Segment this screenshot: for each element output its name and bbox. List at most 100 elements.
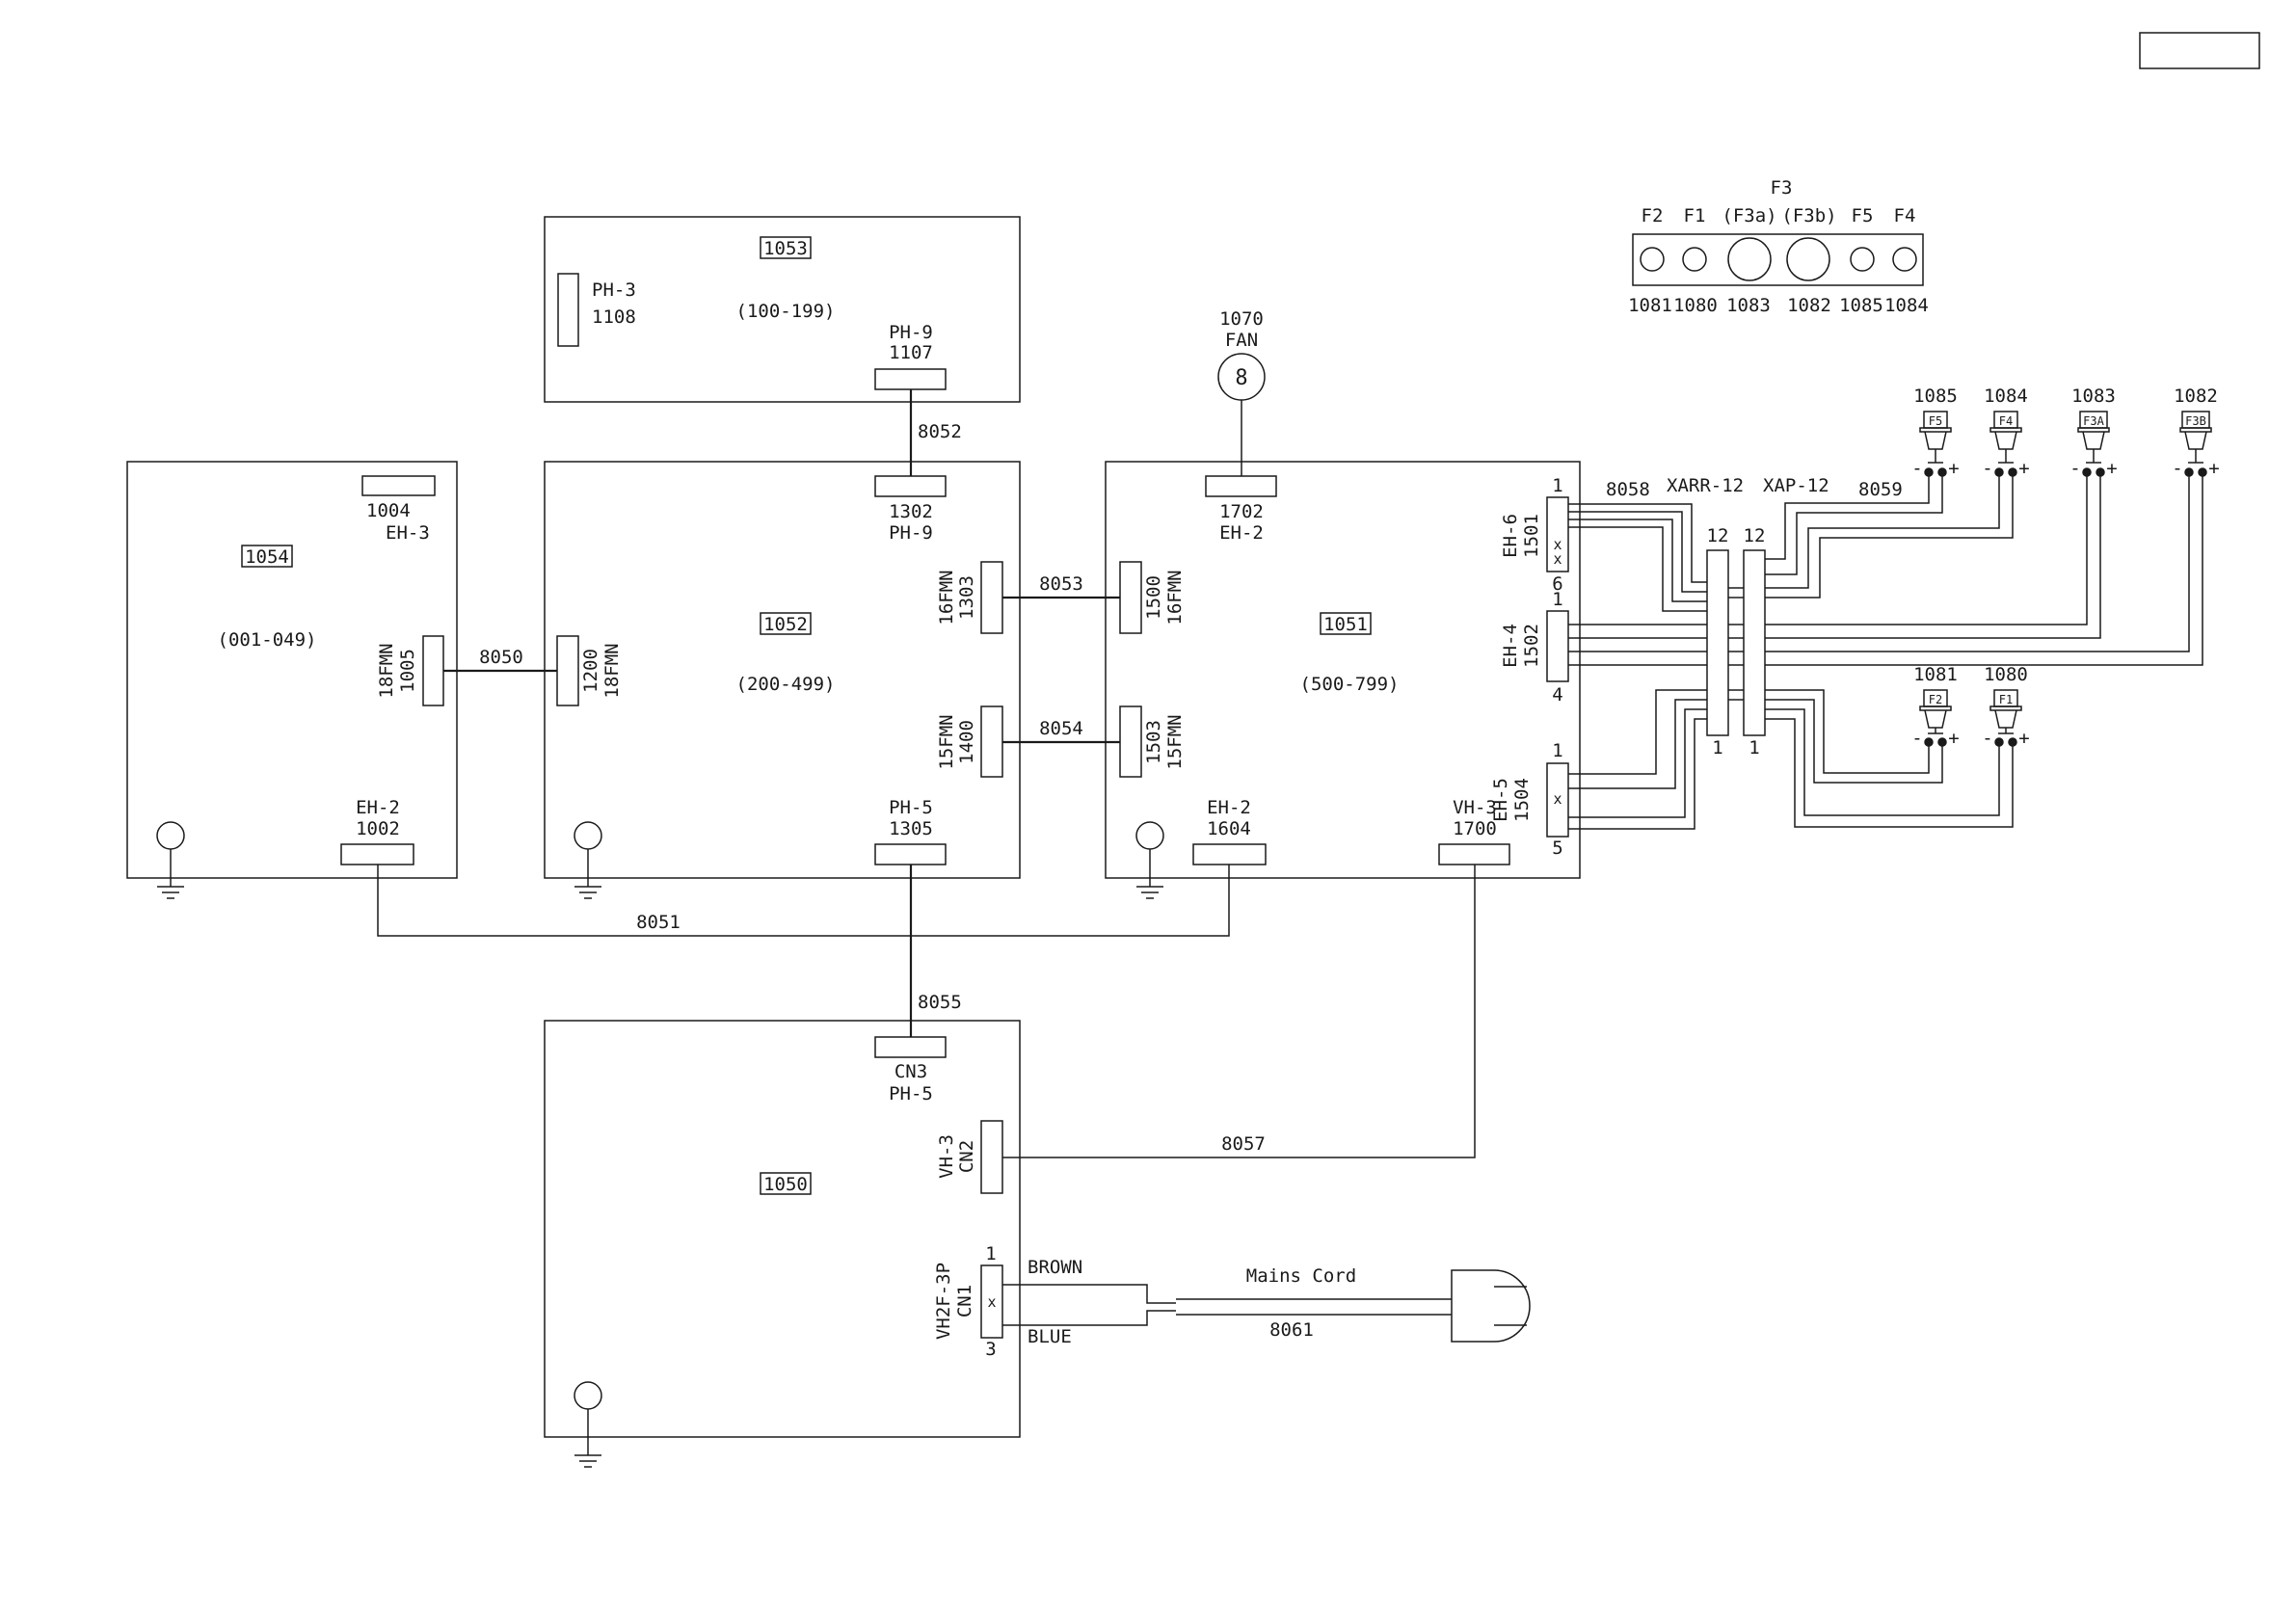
board-id-box <box>1320 612 1372 635</box>
relay-label: XAP-12 <box>1763 475 1829 496</box>
pin-x-mark: x <box>987 1293 996 1311</box>
relay-connectors: XARR-12 XAP-12 12 12 1 1 <box>1667 475 1829 758</box>
speakers: 1085 F5 - + 1084 F4 - + 1083 <box>1911 386 2219 749</box>
connector-1004 <box>361 475 436 496</box>
board-id: 1051 <box>1323 614 1368 635</box>
fuse-hole-icon <box>1682 247 1707 272</box>
fan-1070: 1070 FAN 8 <box>1217 308 1266 476</box>
connector-type: VH-3 <box>936 1134 957 1179</box>
connector-type: PH-9 <box>889 522 933 544</box>
harness-label: 8050 <box>479 647 523 668</box>
connector-1700 <box>1438 843 1510 865</box>
pin-label: 1 <box>1552 475 1562 496</box>
wire-color-brown: BROWN <box>1028 1257 1082 1278</box>
connector-type: PH-5 <box>889 1083 933 1104</box>
speaker-number: 1080 <box>1984 664 2028 685</box>
board-1052: 1302 PH-9 1052 (200-499) 16FMN 1303 1200… <box>544 461 1021 899</box>
connector-type: EH-5 <box>1490 778 1511 822</box>
pin-label: 12 <box>1744 525 1766 546</box>
terminal-plus: + <box>2208 458 2219 479</box>
mains-cord-label: Mains Cord <box>1246 1265 1356 1287</box>
speaker-number: 1082 <box>2174 386 2218 407</box>
fuse-panel: F3 F2 F1 (F3a) (F3b) F5 F4 1081 1080 108… <box>1628 177 1929 316</box>
connector-1305 <box>874 843 947 865</box>
mains-plug-icon <box>1451 1269 1531 1343</box>
board-id-box <box>241 545 293 568</box>
fuse-hole-icon <box>1850 247 1875 272</box>
terminal-plus: + <box>2018 728 2029 749</box>
harness-label: 8052 <box>918 421 962 442</box>
connector-number: CN3 <box>894 1061 927 1082</box>
connector-type: EH-2 <box>356 797 400 818</box>
connector-type: 15FMN <box>936 714 957 769</box>
speaker-label: F3B <box>2185 414 2206 428</box>
speaker-1084: 1084 F4 - + <box>1982 386 2029 479</box>
connector-type: EH-2 <box>1219 522 1264 544</box>
connector-number: 1700 <box>1453 818 1497 839</box>
terminal-plus: + <box>2106 458 2117 479</box>
fuse-number: 1085 <box>1839 295 1883 316</box>
connector-number: 1501 <box>1521 514 1542 558</box>
fuse-label: F5 <box>1852 205 1874 226</box>
connector-type: EH-4 <box>1500 624 1521 668</box>
terminal-minus: - <box>1982 458 1992 479</box>
pin-label: 1 <box>1552 740 1562 761</box>
connector-number: 1500 <box>1143 575 1164 620</box>
terminal-plus: + <box>1948 458 1959 479</box>
board-id-box <box>760 612 812 635</box>
speaker-number: 1083 <box>2071 386 2116 407</box>
connector-type: 16FMN <box>1164 570 1186 625</box>
fuse-number: 1083 <box>1726 295 1771 316</box>
fuse-label: (F3b) <box>1781 205 1836 226</box>
harness-label: 8057 <box>1221 1133 1266 1155</box>
connector-1503 <box>1119 705 1142 778</box>
board-range: (200-499) <box>736 674 836 695</box>
connector-1400 <box>980 705 1003 778</box>
pin-x-mark: x <box>1553 536 1562 553</box>
connector-1303 <box>980 561 1003 634</box>
pin-label: 1 <box>985 1243 996 1264</box>
connector-1500 <box>1119 561 1142 634</box>
connector-number: 1302 <box>889 501 933 522</box>
connector-1502 <box>1546 610 1569 682</box>
connector-1702 <box>1205 475 1277 497</box>
fuse-number: 1080 <box>1673 295 1718 316</box>
pin-label: 12 <box>1707 525 1729 546</box>
connector-type: EH-6 <box>1500 514 1521 558</box>
connector-number: 1604 <box>1207 818 1251 839</box>
fuse-hole-icon <box>1786 237 1830 281</box>
fuse-hole-icon <box>1640 247 1665 272</box>
harness-label: 8053 <box>1039 573 1083 595</box>
connector-1200 <box>556 635 579 706</box>
harness-label: 8054 <box>1039 718 1083 739</box>
connector-1501 <box>1546 496 1569 572</box>
connector-1504 <box>1546 762 1569 838</box>
connector-1002 <box>340 843 414 865</box>
connector-type: PH-9 <box>889 322 933 343</box>
connector-type: 18FMN <box>376 643 397 698</box>
connector-xap-12 <box>1743 549 1766 736</box>
connector-xarr-12 <box>1706 549 1729 736</box>
connector-number: 1107 <box>889 342 933 363</box>
terminal-minus: - <box>2069 458 2080 479</box>
connector-type: EH-3 <box>386 522 430 544</box>
connector-type: PH-5 <box>889 797 933 818</box>
board-1051: 1702 EH-2 1051 (500-799) 1500 16FMN 1503… <box>1105 461 1581 899</box>
pin-label: 3 <box>985 1339 996 1360</box>
connector-number: 1005 <box>397 649 418 693</box>
pin-label: 4 <box>1552 684 1562 705</box>
connector-number: 1108 <box>592 306 636 328</box>
board-id: 1050 <box>763 1174 808 1195</box>
connector-number: CN1 <box>954 1285 975 1317</box>
terminal-minus: - <box>2172 458 2182 479</box>
terminal-minus: - <box>1982 728 1992 749</box>
fuse-label: F4 <box>1894 205 1916 226</box>
board-id: 1053 <box>763 238 808 259</box>
harness-label: 8055 <box>918 992 962 1013</box>
connector-type: 15FMN <box>1164 714 1186 769</box>
speaker-number: 1081 <box>1913 664 1958 685</box>
connector-type: PH-3 <box>592 279 636 301</box>
relay-label: XARR-12 <box>1667 475 1744 496</box>
fan-number: 1070 <box>1219 308 1264 330</box>
